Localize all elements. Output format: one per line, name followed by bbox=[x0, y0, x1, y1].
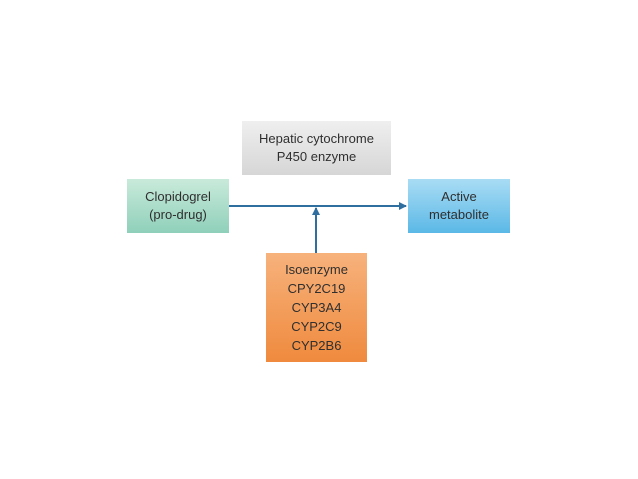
hepatic-line-2: P450 enzyme bbox=[276, 149, 357, 164]
active-line-1: Active bbox=[441, 189, 477, 204]
hepatic-line-1: Hepatic cytochrome bbox=[259, 131, 374, 146]
active-line-2: metabolite bbox=[429, 207, 489, 222]
isoenzyme-line-1: Isoenzyme bbox=[285, 262, 348, 277]
isoenzyme-line-5: CYP2B6 bbox=[291, 338, 342, 353]
isoenzyme-line-4: CYP2C9 bbox=[291, 319, 342, 334]
clopidogrel-box: Clopidogrel (pro-drug) bbox=[127, 179, 229, 233]
clopidogrel-line-2: (pro-drug) bbox=[149, 207, 207, 222]
isoenzyme-line-3: CYP3A4 bbox=[291, 300, 342, 315]
isoenzyme-line-2: CPY2C19 bbox=[287, 281, 346, 296]
active-metabolite-box: Active metabolite bbox=[408, 179, 510, 233]
hepatic-cytochrome-box: Hepatic cytochrome P450 enzyme bbox=[242, 121, 391, 175]
clopidogrel-line-1: Clopidogrel bbox=[145, 189, 211, 204]
isoenzyme-box: Isoenzyme CPY2C19 CYP3A4 CYP2C9 CYP2B6 bbox=[266, 253, 367, 362]
